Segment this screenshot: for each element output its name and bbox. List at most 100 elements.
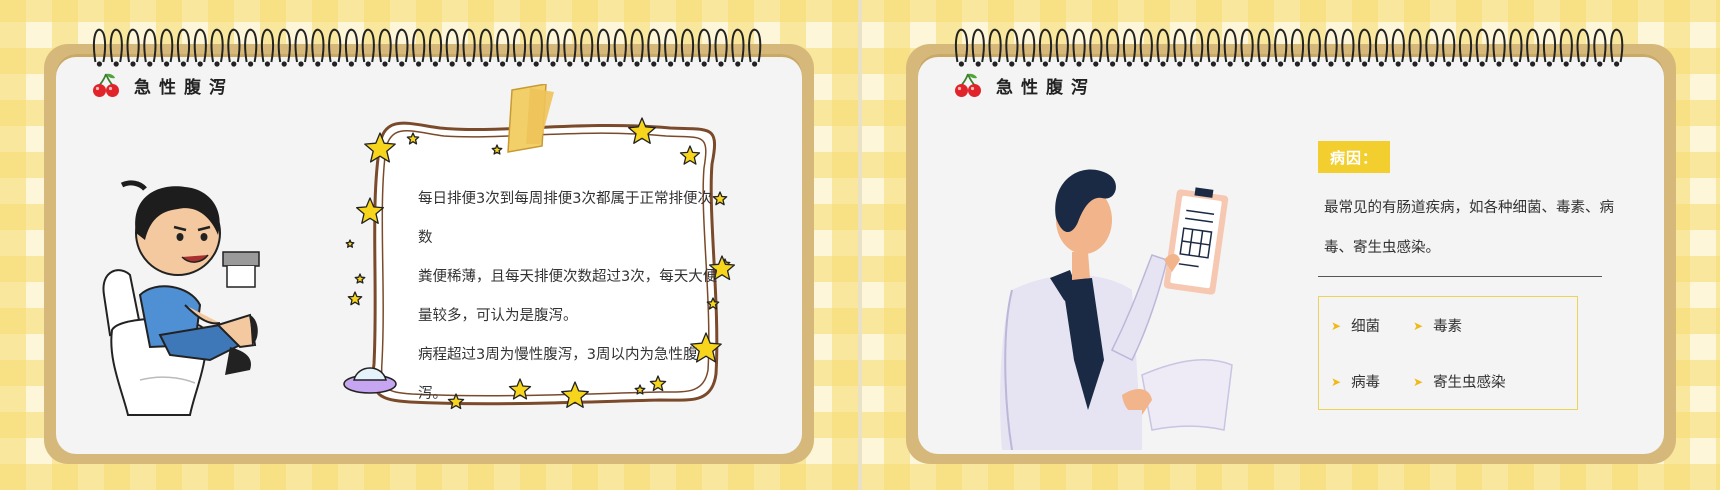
spiral-hole (992, 61, 998, 67)
spiral-loop (92, 28, 107, 63)
arrow-right-icon: ➤ (1413, 374, 1424, 389)
spiral-hole (399, 61, 405, 67)
spiral-loop (1072, 28, 1086, 63)
cause-label: 病因： (1318, 141, 1390, 173)
spiral-loop (109, 28, 123, 63)
spiral-loop (1559, 28, 1573, 63)
spiral-loop (1458, 28, 1473, 63)
spiral-hole (668, 61, 674, 67)
spiral-loop (328, 28, 342, 63)
spiral-hole (315, 61, 321, 67)
star-icon (706, 297, 720, 310)
boy-on-toilet-illustration (102, 180, 260, 416)
spiral-hole (1210, 61, 1216, 67)
spiral-hole (1126, 61, 1132, 67)
slide-divider (858, 0, 862, 490)
spiral-hole (1378, 61, 1384, 67)
spiral-loop (311, 28, 325, 63)
spiral-binding (92, 28, 762, 67)
star-icon (508, 378, 532, 400)
spiral-hole (298, 61, 304, 67)
spiral-hole (1546, 61, 1552, 67)
divider-line (1318, 276, 1602, 277)
spiral-hole (1194, 61, 1200, 67)
spiral-loop (378, 28, 392, 63)
spiral-hole (958, 61, 964, 67)
spiral-hole (567, 61, 573, 67)
paragraph: 每日排便3次到每周排便3次都属于正常排便次数 (418, 191, 712, 246)
spiral-loop (1509, 28, 1523, 63)
spiral-hole (1261, 61, 1267, 67)
spiral-hole (1412, 61, 1418, 67)
spiral-loop (512, 28, 527, 63)
spiral-hole (281, 61, 287, 67)
star-icon (628, 117, 656, 144)
spiral-loop (445, 28, 459, 63)
spiral-hole (197, 61, 203, 67)
arrow-right-icon: ➤ (1331, 374, 1342, 389)
spiral-hole (718, 61, 724, 67)
star-icon (561, 381, 589, 408)
spiral-loop (630, 28, 644, 63)
spiral-hole (600, 61, 606, 67)
spiral-hole (96, 61, 102, 67)
star-icon (690, 332, 722, 363)
spiral-hole (1530, 61, 1536, 67)
spiral-hole (1059, 61, 1065, 67)
spiral-loop (1055, 28, 1069, 63)
cause-tags-box: ➤ 细菌 ➤ 毒素 ➤ 病毒 ➤ 寄生虫感染 (1318, 296, 1578, 410)
spiral-loop (1274, 28, 1288, 63)
spiral-loop (1223, 28, 1237, 63)
spiral-loop (954, 28, 969, 63)
spiral-hole (214, 61, 220, 67)
spiral-loop (176, 28, 191, 63)
spiral-hole (1244, 61, 1250, 67)
spiral-hole (382, 61, 388, 67)
spiral-loop (1374, 28, 1389, 63)
tag-item: ➤ 毒素 (1413, 315, 1462, 336)
spiral-loop (395, 28, 409, 63)
spiral-loop (1576, 28, 1590, 63)
spiral-loop (1089, 28, 1103, 63)
star-icon (634, 384, 646, 395)
spiral-hole (1076, 61, 1082, 67)
spiral-hole (550, 61, 556, 67)
spiral-hole (231, 61, 237, 67)
spiral-loop (496, 28, 510, 63)
page-title: 急性腹泻 (134, 77, 234, 98)
spiral-hole (752, 61, 758, 67)
paragraph: 粪便稀薄，且每天排便次数超过3次，每天大便量较多，可认为是腹泻。 (418, 269, 718, 324)
cherry-icon (955, 73, 981, 97)
spiral-loop (1341, 28, 1355, 63)
spiral-loop (1290, 28, 1305, 63)
spiral-loop (126, 28, 140, 63)
spiral-loop (697, 28, 711, 63)
spiral-loop (1593, 28, 1607, 63)
spiral-loop (193, 28, 207, 63)
spiral-loop (1139, 28, 1153, 63)
spiral-hole (533, 61, 539, 67)
spiral-loop (647, 28, 661, 63)
spiral-loop (1610, 28, 1624, 63)
spiral-hole (449, 61, 455, 67)
slide-right: 急性腹泻 病因： 最常见的有肠道疾病 (862, 0, 1720, 490)
spiral-hole (1563, 61, 1569, 67)
star-icon (447, 393, 465, 410)
spiral-hole (1294, 61, 1300, 67)
spiral-hole (1177, 61, 1183, 67)
slide-header: 急性腹泻 (92, 72, 234, 98)
star-icon (649, 375, 667, 392)
spiral-hole (432, 61, 438, 67)
spiral-loop (580, 28, 594, 63)
spiral-hole (1513, 61, 1519, 67)
spiral-loop (1038, 28, 1053, 63)
spiral-hole (584, 61, 590, 67)
star-icon (406, 132, 420, 145)
spiral-loop (1022, 28, 1036, 63)
spiral-loop (1492, 28, 1506, 63)
spiral-hole (1110, 61, 1116, 67)
star-icon (347, 291, 363, 306)
spiral-hole (180, 61, 186, 67)
spiral-hole (1009, 61, 1015, 67)
spiral-loop (143, 28, 157, 63)
